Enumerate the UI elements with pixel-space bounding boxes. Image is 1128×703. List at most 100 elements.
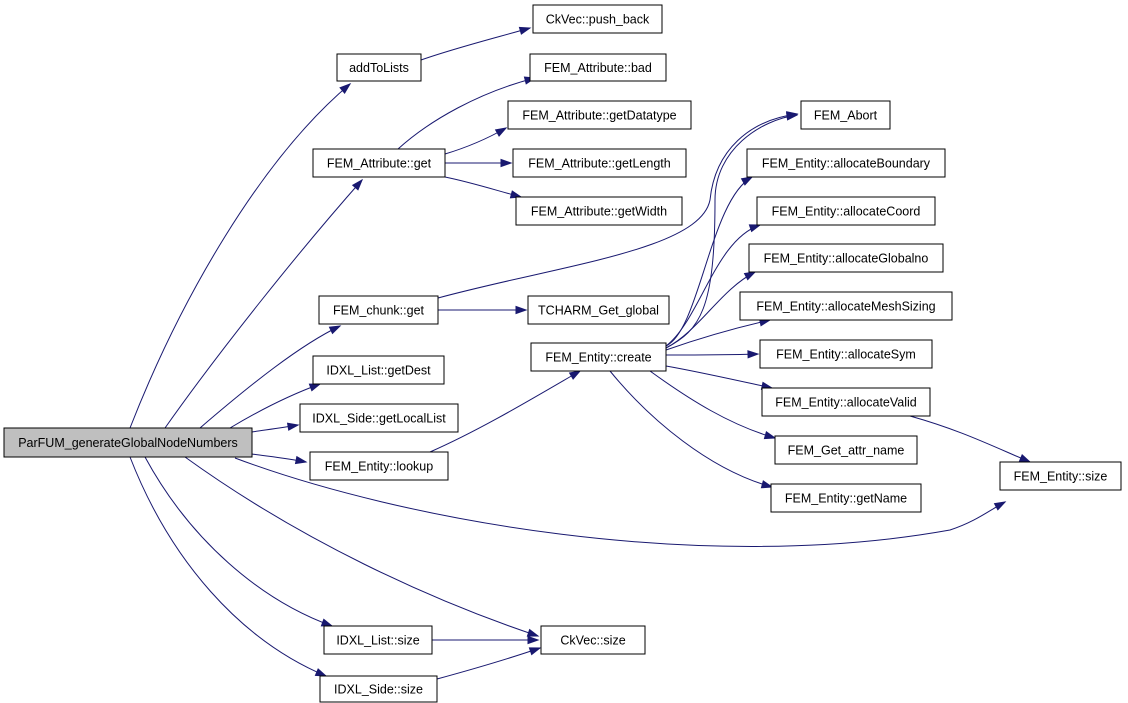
node-box — [746, 148, 946, 178]
edge-ent_create-to-ent_allocMeshSizing — [665, 318, 772, 351]
arrowhead-icon — [568, 370, 582, 380]
node-ckvec-size[interactable]: CkVec::size — [540, 625, 646, 655]
edge-root-to-idxl_list_size — [144, 456, 334, 627]
node-label: CkVec::push_back — [546, 13, 650, 27]
edge-ent_create-to-ent_allocCoord — [665, 224, 762, 347]
arrowhead-icon — [314, 668, 328, 677]
edge-line — [429, 370, 581, 453]
node-label: TCHARM_Get_global — [538, 304, 659, 318]
edge-line — [129, 456, 327, 677]
node-fem-get-attr-name[interactable]: FEM_Get_attr_name — [774, 435, 918, 465]
arrowhead-icon — [351, 178, 364, 191]
node-label: FEM_Entity::lookup — [325, 460, 433, 474]
edge-line — [437, 113, 798, 299]
edge-line — [665, 224, 761, 347]
node-box — [3, 427, 253, 458]
node-box — [748, 243, 944, 273]
node-ent-allocBoundary[interactable]: FEM_Entity::allocateBoundary — [746, 148, 946, 178]
node-chunk-get[interactable]: FEM_chunk::get — [318, 295, 439, 325]
arrowhead-icon — [763, 431, 777, 440]
node-tcharm-get-global[interactable]: TCHARM_Get_global — [527, 295, 670, 325]
node-box — [507, 100, 692, 130]
node-box — [532, 4, 663, 34]
node-ent-create[interactable]: FEM_Entity::create — [530, 342, 667, 372]
node-label: FEM_Entity::allocateCoord — [772, 205, 921, 219]
edge-ent_allocValid-to-ent_size — [909, 415, 1032, 463]
edge-idxl_list_size-to-ckvec_size — [431, 635, 540, 645]
edge-ent_create-to-ent_allocGlobalno — [665, 271, 757, 349]
edge-root-to-idxl_side_size — [129, 456, 328, 677]
arrowhead-icon — [526, 628, 540, 637]
node-ent-allocSym[interactable]: FEM_Entity::allocateSym — [759, 339, 933, 369]
node-box — [756, 196, 936, 226]
node-label: IDXL_List::size — [336, 634, 419, 648]
node-label: FEM_Abort — [814, 109, 878, 123]
node-ent-allocCoord[interactable]: FEM_Entity::allocateCoord — [756, 196, 936, 226]
node-attr-get[interactable]: FEM_Attribute::get — [312, 148, 446, 178]
node-label: FEM_Attribute::get — [327, 157, 432, 171]
edge-root-to-addToLists — [129, 83, 352, 429]
arrowhead-icon — [748, 224, 762, 233]
arrowhead-icon — [328, 325, 342, 335]
node-label: IDXL_Side::size — [334, 683, 423, 697]
node-ent-allocGlobalno[interactable]: FEM_Entity::allocateGlobalno — [748, 243, 944, 273]
edge-line — [420, 27, 531, 61]
node-box — [515, 196, 683, 226]
edge-addToLists-to-ckvec_push_back — [420, 26, 532, 61]
node-label: FEM_Entity::size — [1014, 470, 1108, 484]
node-box — [999, 461, 1122, 491]
edge-attr_get-to-attr_getWidth — [444, 176, 523, 199]
edge-attr_get-to-attr_getLength — [445, 158, 513, 168]
node-root[interactable]: ParFUM_generateGlobalNodeNumbers — [3, 427, 253, 458]
node-label: FEM_Attribute::bad — [544, 61, 652, 75]
node-label: IDXL_Side::getLocalList — [312, 412, 446, 426]
arrowhead-icon — [740, 176, 754, 186]
edge-line — [665, 365, 773, 389]
edge-idxl_side_size-to-ckvec_size — [436, 647, 542, 680]
node-label: FEM_Entity::allocateGlobalno — [764, 252, 929, 266]
edge-chunk_get-to-tcharm_get_global — [438, 305, 528, 315]
node-attr-getLength[interactable]: FEM_Attribute::getLength — [512, 148, 687, 178]
node-label: FEM_Attribute::getDatatype — [522, 109, 676, 123]
edge-ent_lookup-to-ent_create — [429, 370, 582, 453]
node-ckvec-push-back[interactable]: CkVec::push_back — [532, 4, 663, 34]
node-box — [761, 387, 931, 417]
edge-ent_create-to-ent_getName — [609, 370, 774, 489]
node-ent-lookup[interactable]: FEM_Entity::lookup — [309, 451, 449, 481]
node-box — [527, 295, 670, 325]
edge-root-to-ent_lookup — [251, 453, 308, 465]
node-attr-getWidth[interactable]: FEM_Attribute::getWidth — [515, 196, 683, 226]
node-box — [336, 53, 422, 82]
node-box — [759, 339, 933, 369]
node-label: FEM_chunk::get — [333, 304, 425, 318]
node-idxl-side-getLocalList[interactable]: IDXL_Side::getLocalList — [299, 403, 459, 433]
node-box — [312, 148, 446, 178]
node-label: addToLists — [349, 61, 409, 75]
node-idxl-side-size[interactable]: IDXL_Side::size — [319, 675, 438, 703]
node-fem-abort[interactable]: FEM_Abort — [800, 100, 891, 130]
node-addToLists[interactable]: addToLists — [336, 53, 422, 82]
edge-attr_get-to-attr_getDatatype — [444, 127, 508, 155]
node-label: FEM_Attribute::getWidth — [531, 205, 667, 219]
node-box — [312, 355, 445, 385]
edge-line — [649, 370, 776, 439]
arrowhead-icon — [527, 635, 540, 645]
node-attr-bad[interactable]: FEM_Attribute::bad — [529, 53, 667, 82]
node-ent-allocMeshSizing[interactable]: FEM_Entity::allocateMeshSizing — [739, 291, 953, 321]
node-ent-size[interactable]: FEM_Entity::size — [999, 461, 1122, 491]
edge-line — [234, 457, 1006, 547]
arrowhead-icon — [339, 83, 352, 94]
node-attr-getDatatype[interactable]: FEM_Attribute::getDatatype — [507, 100, 692, 130]
arrowhead-icon — [518, 26, 532, 35]
node-label: FEM_Entity::getName — [785, 492, 907, 506]
edge-line — [144, 456, 333, 627]
arrowhead-icon — [286, 422, 300, 431]
node-idxl-list-size[interactable]: IDXL_List::size — [323, 625, 433, 655]
node-ent-getName[interactable]: FEM_Entity::getName — [770, 483, 922, 513]
node-idxl-list-getDest[interactable]: IDXL_List::getDest — [312, 355, 445, 385]
edge-root-to-idxl_side_getLocalList — [251, 422, 300, 433]
node-label: FEM_Attribute::getLength — [528, 157, 670, 171]
node-label: ParFUM_generateGlobalNodeNumbers — [18, 436, 238, 450]
node-label: FEM_Entity::create — [545, 351, 651, 365]
node-ent-allocValid[interactable]: FEM_Entity::allocateValid — [761, 387, 931, 417]
